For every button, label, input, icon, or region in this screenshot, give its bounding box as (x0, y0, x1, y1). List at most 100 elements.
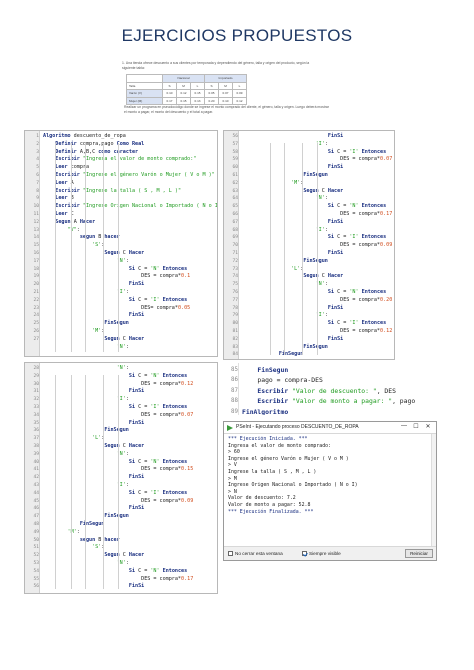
code-line[interactable]: 84 FinSegun (224, 351, 394, 358)
code-line[interactable]: 25 FinSegun (25, 320, 217, 327)
code-line[interactable]: 88 Escribir "Valor de monto a pagar: ", … (224, 396, 436, 406)
code-line[interactable]: 49 'M': (25, 529, 217, 536)
code-line[interactable]: 56 FinSi (224, 133, 394, 140)
code-line[interactable]: 'N': (25, 344, 217, 351)
code-line[interactable]: 10 Escribir "Ingrese Origen Nacional o I… (25, 203, 217, 210)
code-line[interactable]: 45 DES = compra*0.09 (25, 498, 217, 505)
code-line[interactable]: 46 FinSi (25, 505, 217, 512)
code-line[interactable]: 54 Si C = 'N' Entonces (25, 568, 217, 575)
console-output[interactable]: *** Ejecución Iniciada. ***Ingresa el va… (226, 436, 430, 546)
code-line[interactable]: 69 Si C = 'I' Entonces (224, 234, 394, 241)
code-line[interactable]: 32 'I': (25, 396, 217, 403)
code-line[interactable]: 50 segun B hacer (25, 537, 217, 544)
code-line[interactable]: 85 FinSegun (224, 365, 436, 375)
restart-button[interactable]: Reiniciar (405, 549, 433, 558)
code-line[interactable]: 86 pago = compra-DES (224, 375, 436, 385)
code-line[interactable]: 3 Definir A,B,C como caracter (25, 149, 217, 156)
code-line[interactable]: 13 "V": (25, 227, 217, 234)
code-line[interactable]: 21 'I': (25, 289, 217, 296)
code-line[interactable]: 7 Leer A (25, 180, 217, 187)
pseint-execution-window[interactable]: PSeInt - Ejecutando proceso DESCUENTO_DE… (223, 421, 437, 561)
code-line[interactable]: 78 FinSi (224, 305, 394, 312)
code-line[interactable]: 51 'S': (25, 544, 217, 551)
minimize-icon[interactable]: — (401, 423, 407, 429)
code-line[interactable]: 34 DES = compra*0.07 (25, 412, 217, 419)
no-close-checkbox[interactable] (228, 551, 233, 556)
code-line[interactable]: 60 FinSi (224, 164, 394, 171)
code-line[interactable]: 80 Si C = 'I' Entonces (224, 320, 394, 327)
code-line[interactable]: 35 FinSi (25, 420, 217, 427)
code-line[interactable]: 87 Escribir "Valor de descuento: ", DES (224, 386, 436, 396)
code-line[interactable]: 33 Si C = 'I' Entonces (25, 404, 217, 411)
code-line[interactable]: 76 Si C = 'N' Entonces (224, 289, 394, 296)
code-line[interactable]: 29 Si C = 'N' Entonces (25, 373, 217, 380)
window-titlebar[interactable]: PSeInt - Ejecutando proceso DESCUENTO_DE… (224, 422, 436, 434)
code-line[interactable]: 65 Si C = 'N' Entonces (224, 203, 394, 210)
code-line[interactable]: 44 Si C = 'I' Entonces (25, 490, 217, 497)
code-line[interactable]: 55 DES = compra*0.17 (25, 576, 217, 583)
code-line[interactable]: 71 FinSi (224, 250, 394, 257)
code-line[interactable]: 52 Segun C Hacer (25, 552, 217, 559)
code-line[interactable]: 81 DES = compra*0.12 (224, 328, 394, 335)
code-line[interactable]: 16 Segun C Hacer (25, 250, 217, 257)
code-line[interactable]: 14 segun B hacer (25, 234, 217, 241)
code-line[interactable]: 77 DES = compra*0.20 (224, 297, 394, 304)
code-line[interactable]: 48 FinSegun (25, 521, 217, 528)
code-line[interactable]: 9 Leer B (25, 195, 217, 202)
code-line[interactable]: 47 FinSegun (25, 513, 217, 520)
close-icon[interactable]: ✕ (425, 424, 431, 430)
code-line[interactable]: 27 Segun C Hacer (25, 336, 217, 343)
code-line[interactable]: 18 Si C = 'N' Entonces (25, 266, 217, 273)
always-visible-checkbox[interactable] (302, 551, 307, 556)
code-line[interactable]: 31 FinSi (25, 388, 217, 395)
scrollbar[interactable] (431, 434, 436, 547)
code-line[interactable]: 74 Segun C Hacer (224, 273, 394, 280)
code-line[interactable]: 15 'S': (25, 242, 217, 249)
code-line[interactable]: 59 DES = compra*0.07 (224, 156, 394, 163)
code-line[interactable]: 40 Si C = 'N' Entonces (25, 459, 217, 466)
code-line[interactable]: 63 Segun C Hacer (224, 188, 394, 195)
code-line[interactable]: 58 Si C = 'I' Entonces (224, 149, 394, 156)
code-line[interactable]: 28 'N': (25, 365, 217, 372)
code-line[interactable]: 70 DES = compra*0.09 (224, 242, 394, 249)
code-line[interactable]: 67 FinSi (224, 219, 394, 226)
code-line[interactable]: 75 'N': (224, 281, 394, 288)
code-line[interactable]: 23 DES= compra*0.05 (25, 305, 217, 312)
code-line[interactable]: 72 FinSegun (224, 258, 394, 265)
code-line[interactable]: 22 Si C = 'I' Entonces (25, 297, 217, 304)
code-line[interactable]: 79 'I': (224, 312, 394, 319)
code-line[interactable]: 4 Escribir "Ingresa el valor de monto co… (25, 156, 217, 163)
code-line[interactable]: 2 Definir compra,pago Como Real (25, 141, 217, 148)
code-line[interactable]: 30 DES = compra*0.12 (25, 381, 217, 388)
code-line[interactable]: 5 Leer compra (25, 164, 217, 171)
code-line[interactable]: 64 'N': (224, 195, 394, 202)
code-line[interactable]: 61 FinSegun (224, 172, 394, 179)
code-line[interactable]: 43 'I': (25, 482, 217, 489)
code-line[interactable]: 39 'N': (25, 451, 217, 458)
code-line[interactable]: 62 'M': (224, 180, 394, 187)
code-line[interactable]: 82 FinSi (224, 336, 394, 343)
code-line[interactable]: 73 'L': (224, 266, 394, 273)
code-line[interactable]: 26 'M': (25, 328, 217, 335)
code-line[interactable]: 19 DES = compra*0.1 (25, 273, 217, 280)
code-line[interactable]: 8 Escribir "Ingrese la talla ( S , M , L… (25, 188, 217, 195)
code-line[interactable]: 36 FinSegun (25, 427, 217, 434)
code-line[interactable]: 20 FinSi (25, 281, 217, 288)
code-line[interactable]: 38 Segun C Hacer (25, 443, 217, 450)
maximize-icon[interactable]: ☐ (413, 424, 419, 430)
code-line[interactable]: 41 DES = compra*0.15 (25, 466, 217, 473)
code-line[interactable]: 83 FinSegun (224, 344, 394, 351)
code-line[interactable]: 12 Segun A Hacer (25, 219, 217, 226)
code-line[interactable]: 56 FinSi (25, 583, 217, 590)
code-line[interactable]: 17 'N': (25, 258, 217, 265)
code-line[interactable]: 6 Escribir "Ingrese el género Varón o Mu… (25, 172, 217, 179)
code-line[interactable]: 42 FinSi (25, 474, 217, 481)
code-line[interactable]: 24 FinSi (25, 312, 217, 319)
code-line[interactable]: 68 'I': (224, 227, 394, 234)
